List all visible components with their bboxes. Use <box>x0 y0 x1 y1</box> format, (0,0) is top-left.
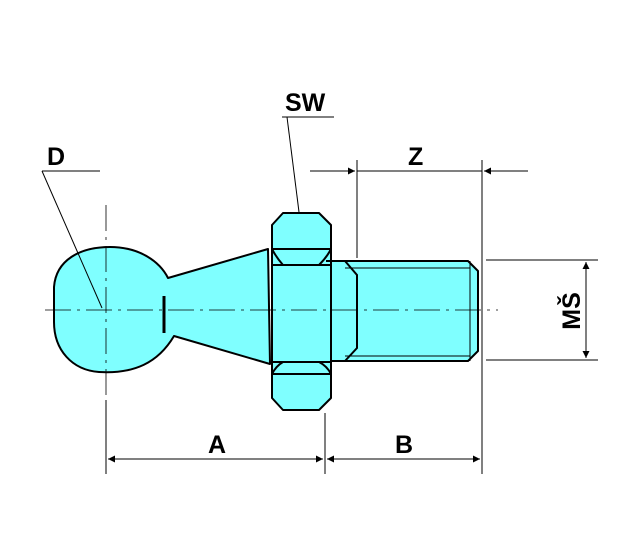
label-a: A <box>208 431 226 459</box>
label-b: B <box>395 431 413 459</box>
thread-lines <box>345 261 471 361</box>
part-detail-lines <box>162 248 358 375</box>
ball-stud-part <box>53 212 479 411</box>
threaded-shank <box>325 260 479 362</box>
label-ms: MŠ <box>556 292 586 330</box>
center-lines <box>45 205 498 400</box>
label-sw: SW <box>285 89 326 117</box>
hex-nut <box>271 212 332 411</box>
label-z: Z <box>408 143 423 171</box>
label-d: D <box>47 143 65 171</box>
dimension-lines <box>41 116 598 474</box>
